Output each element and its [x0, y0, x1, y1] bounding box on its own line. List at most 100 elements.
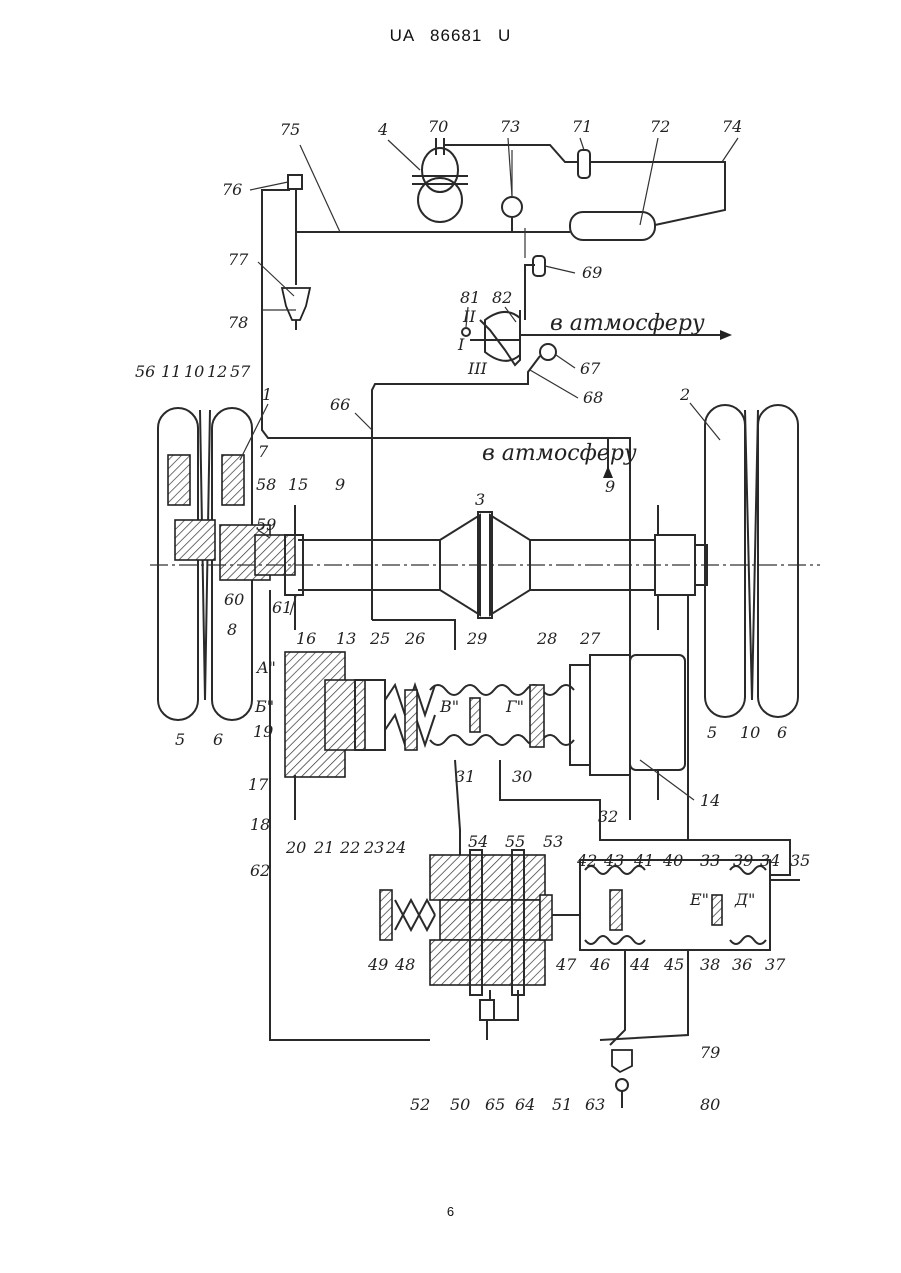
callout-61: 61: [272, 598, 292, 617]
page-number: 6: [0, 1204, 901, 1219]
roman-label: III: [467, 359, 488, 378]
callout-49: 49: [367, 955, 388, 974]
zone-letter: A": [255, 658, 276, 677]
callout-28: 28: [536, 629, 557, 648]
callout-4: 4: [377, 120, 388, 139]
callout-68: 68: [583, 388, 603, 407]
callout-80: 80: [700, 1095, 720, 1114]
callout-76: 76: [222, 180, 242, 199]
zone-letter: Г": [505, 697, 524, 716]
callout-64: 64: [515, 1095, 535, 1114]
callout-13: 13: [336, 629, 356, 648]
callout-5: 5: [707, 723, 717, 742]
callout-46: 46: [589, 955, 610, 974]
callout-55: 55: [505, 832, 525, 851]
callout-72: 72: [650, 117, 670, 136]
callout-71: 71: [572, 117, 592, 136]
callout-9: 9: [605, 477, 615, 496]
zone-letter: Б": [254, 697, 274, 716]
callout-34: 34: [760, 851, 780, 870]
callout-58: 58: [256, 475, 276, 494]
callout-42: 42: [576, 851, 597, 870]
callout-1: 1: [262, 385, 272, 404]
callout-12: 12: [207, 362, 227, 381]
zone-letter: В": [439, 697, 459, 716]
callout-81: 81: [460, 288, 480, 307]
callout-11: 11: [161, 362, 181, 381]
callout-33: 33: [700, 851, 720, 870]
callout-25: 25: [369, 629, 390, 648]
callout-63: 63: [585, 1095, 605, 1114]
right-wheel-assembly: [705, 405, 798, 717]
callout-51: 51: [552, 1095, 572, 1114]
transmission: [285, 652, 685, 820]
callout-79: 79: [700, 1043, 720, 1062]
callout-15: 15: [288, 475, 308, 494]
callout-32: 32: [598, 807, 618, 826]
callout-38: 38: [700, 955, 720, 974]
callout-31: 31: [455, 767, 475, 786]
callout-36: 36: [732, 955, 752, 974]
callout-20: 20: [285, 838, 306, 857]
callout-40: 40: [662, 851, 683, 870]
callout-44: 44: [629, 955, 650, 974]
note-atmosphere-1: в атмосферу: [550, 311, 705, 336]
callout-16: 16: [296, 629, 316, 648]
callout-3: 3: [475, 490, 485, 509]
callout-39: 39: [733, 851, 753, 870]
callout-24: 24: [385, 838, 406, 857]
callout-14: 14: [700, 791, 720, 810]
callout-53: 53: [543, 832, 563, 851]
callout-78: 78: [228, 313, 248, 332]
zone-letter: Е": [689, 890, 709, 909]
callout-50: 50: [450, 1095, 470, 1114]
callout-10: 10: [740, 723, 760, 742]
callout-56: 56: [135, 362, 155, 381]
callout-54: 54: [468, 832, 488, 851]
note-atmosphere-2: в атмосферу: [482, 441, 637, 466]
callout-41: 41: [633, 851, 654, 870]
callout-29: 29: [466, 629, 487, 648]
roman-label: II: [462, 307, 476, 326]
callout-52: 52: [410, 1095, 430, 1114]
callout-8: 8: [227, 620, 237, 639]
callout-9: 9: [335, 475, 345, 494]
callout-2: 2: [679, 385, 690, 404]
callout-30: 30: [512, 767, 532, 786]
callout-43: 43: [603, 851, 624, 870]
callout-74: 74: [722, 117, 742, 136]
callout-35: 35: [790, 851, 810, 870]
callout-73: 73: [500, 117, 520, 136]
callout-57: 57: [230, 362, 251, 381]
callout-10: 10: [184, 362, 204, 381]
callout-65: 65: [485, 1095, 505, 1114]
callout-19: 19: [253, 722, 273, 741]
callout-75: 75: [280, 120, 300, 139]
callout-26: 26: [404, 629, 425, 648]
callout-5: 5: [175, 730, 185, 749]
callout-45: 45: [663, 955, 684, 974]
callout-23: 23: [363, 838, 384, 857]
callout-67: 67: [580, 359, 601, 378]
callout-37: 37: [765, 955, 786, 974]
callout-22: 22: [339, 838, 360, 857]
roman-label: I: [457, 335, 465, 354]
zone-letter: Д": [734, 890, 755, 909]
axle-differential: [285, 505, 707, 630]
callout-48: 48: [394, 955, 415, 974]
callout-77: 77: [228, 250, 249, 269]
callout-69: 69: [582, 263, 602, 282]
callout-60: 60: [224, 590, 244, 609]
callout-17: 17: [248, 775, 269, 794]
callout-21: 21: [313, 838, 334, 857]
callout-6: 6: [213, 730, 223, 749]
callout-18: 18: [250, 815, 270, 834]
callout-62: 62: [250, 861, 270, 880]
callout-47: 47: [555, 955, 577, 974]
callout-7: 7: [258, 442, 269, 461]
callout-82: 82: [492, 288, 512, 307]
callout-70: 70: [428, 117, 448, 136]
callout-6: 6: [777, 723, 787, 742]
callout-66: 66: [330, 395, 350, 414]
